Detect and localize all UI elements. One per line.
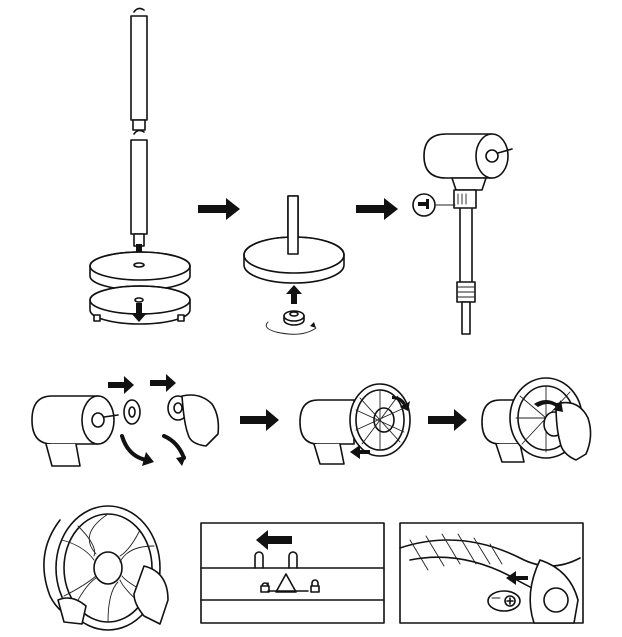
hand-icon <box>181 394 220 447</box>
curve-arrow-icon <box>534 400 563 412</box>
hand-icon <box>57 597 87 625</box>
rotate-arrow-icon <box>265 321 317 335</box>
rear-ring-nut <box>123 399 141 425</box>
step-attach-blade <box>481 377 592 463</box>
locking-nut <box>283 310 305 326</box>
upper-pole-segment <box>130 7 148 131</box>
lower-pole-segment <box>130 129 148 247</box>
left-arrow-icon <box>256 530 292 550</box>
right-arrow-icon <box>108 376 134 394</box>
rotate-arrow-icon <box>120 434 148 462</box>
left-arrow-icon <box>506 571 528 585</box>
hand-icon <box>133 565 169 625</box>
step-close-grille <box>43 505 169 631</box>
left-arrow-icon <box>350 445 370 459</box>
next-step-arrow-icon <box>198 198 240 220</box>
down-arrow-icon <box>131 303 147 322</box>
base-top-plate <box>89 251 191 291</box>
unlock-icon <box>260 582 270 593</box>
step-remove-front-parts <box>31 374 220 467</box>
next-step-arrow-icon <box>428 409 467 431</box>
step-pole-into-base <box>243 195 345 335</box>
rotate-arrow-icon <box>162 434 186 460</box>
step-grille-lock-detail <box>200 522 385 624</box>
lock-detail-frame <box>200 522 385 624</box>
next-step-arrow-icon <box>240 409 279 431</box>
step-base-assembly <box>89 7 191 325</box>
unlock-screw-callout <box>487 590 521 612</box>
next-step-arrow-icon <box>356 198 398 220</box>
step-grille-clip-detail <box>399 522 584 624</box>
step-head-on-pole <box>412 133 513 335</box>
step-attach-grille <box>299 383 411 465</box>
up-arrow-icon <box>286 285 302 304</box>
right-arrow-icon <box>150 374 176 392</box>
curve-arrow-icon <box>392 396 410 411</box>
lock-icon <box>310 579 320 593</box>
hand-icon <box>555 401 592 461</box>
